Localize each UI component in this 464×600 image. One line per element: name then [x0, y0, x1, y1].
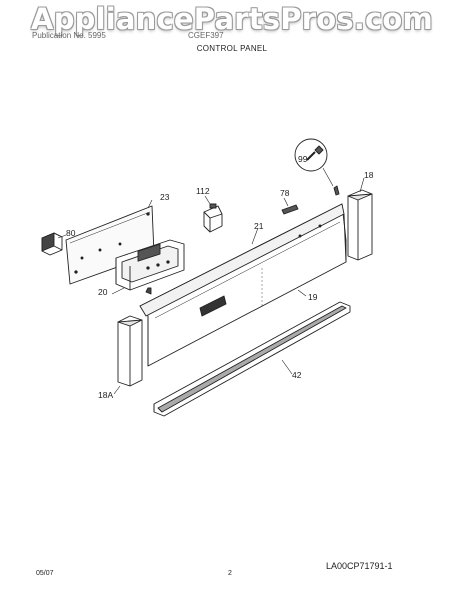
diagram-code: LA00CP71791-1	[326, 561, 393, 571]
label-42: 42	[292, 370, 302, 380]
part-18A-left-endcap	[117, 315, 143, 387]
part-19-control-panel	[139, 203, 347, 367]
label-78: 78	[280, 188, 290, 198]
part-80-relay	[41, 232, 63, 256]
label-80: 80	[66, 228, 76, 238]
part-78-switch	[281, 204, 299, 215]
label-21: 21	[254, 221, 264, 231]
part-99-screw	[294, 138, 340, 196]
label-23: 23	[160, 192, 170, 202]
publication-number: Publication No. 5995	[32, 31, 106, 40]
page-title: CONTROL PANEL	[196, 44, 268, 53]
leader-lines	[57, 177, 365, 395]
part-112-component	[203, 203, 223, 233]
label-18: 18	[364, 170, 374, 180]
label-112: 112	[196, 186, 210, 196]
label-20: 20	[98, 287, 108, 297]
footer-date: 05/07	[36, 570, 54, 577]
label-99: 99	[298, 154, 308, 164]
part-42-trim-strip	[153, 301, 351, 417]
label-19: 19	[308, 292, 318, 302]
footer-page-number: 2	[228, 570, 232, 577]
watermark: AppliancePartsPros.com	[31, 2, 433, 36]
part-20-control-board	[115, 239, 185, 291]
label-18A: 18A	[98, 390, 113, 400]
model-number: CGEF397	[188, 31, 224, 40]
part-18-right-endcap	[347, 189, 373, 261]
